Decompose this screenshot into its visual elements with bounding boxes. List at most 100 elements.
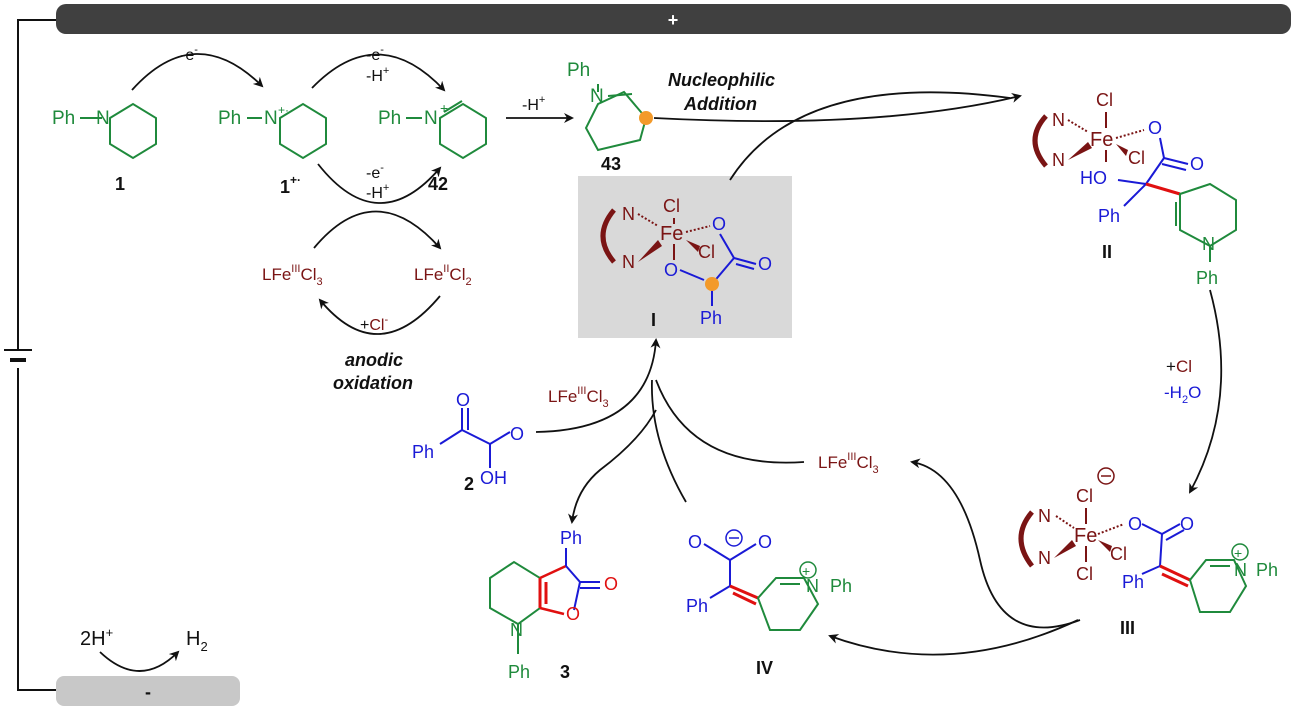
- minus-h2o-label: -H2O: [1164, 383, 1201, 406]
- svg-text:O: O: [604, 574, 618, 594]
- ph-label: Ph: [378, 108, 401, 129]
- svg-text:O: O: [758, 254, 772, 274]
- intermediate-III-label: III: [1120, 618, 1135, 638]
- compound-2: O O Ph OH 2: [412, 390, 524, 494]
- product-3: O O Ph N Ph 3: [489, 528, 618, 682]
- svg-text:N: N: [1052, 110, 1065, 130]
- svg-text:Ph: Ph: [1122, 572, 1144, 592]
- svg-text:N: N: [1202, 234, 1215, 254]
- svg-text:Ph: Ph: [686, 596, 708, 616]
- svg-text:HO: HO: [1080, 168, 1107, 188]
- oxidation-arrows: [131, 53, 1022, 204]
- oxidation2-e-label: -e-: [366, 44, 384, 64]
- svg-text:Ph: Ph: [1256, 560, 1278, 580]
- svg-text:Cl: Cl: [1128, 148, 1145, 168]
- svg-text:Cl: Cl: [1096, 90, 1113, 110]
- fe3-label-a: LFeIIICl3: [262, 263, 323, 288]
- cathode-bar: -: [56, 676, 240, 706]
- plus-charge: +: [440, 100, 448, 116]
- nucleophilic-site-marker: [639, 111, 653, 125]
- intermediate-IV: O O Ph N + Ph IV: [686, 529, 852, 678]
- oxidation-label: oxidation: [333, 373, 413, 393]
- ph-label: Ph: [218, 108, 241, 129]
- product-3-label: 3: [560, 662, 570, 682]
- fe3-label-b: LFeIIICl3: [548, 385, 609, 410]
- intermediate-II: N N Fe Cl Cl O O HO Ph N: [1032, 90, 1237, 288]
- svg-text:Fe: Fe: [1090, 129, 1113, 151]
- n-label: N: [96, 108, 110, 129]
- svg-text:Ph: Ph: [830, 576, 852, 596]
- deprotonation-label: -H+: [522, 94, 545, 114]
- oxidation3-h-label: -H+: [366, 182, 389, 202]
- intermediate-I-box: [578, 176, 792, 338]
- intermediate-IV-label: IV: [756, 658, 773, 678]
- cycle-arrows: [535, 91, 1223, 656]
- compound-1-radical-cation: [247, 102, 327, 160]
- svg-text:2H+: 2H+: [80, 625, 113, 650]
- compound-43-label: 43: [601, 154, 621, 174]
- svg-text:Ph: Ph: [412, 442, 434, 462]
- svg-text:O: O: [1128, 514, 1142, 534]
- svg-text:Ph: Ph: [560, 528, 582, 548]
- iron-redox-arrows: [313, 210, 442, 335]
- circuit-wire: [4, 19, 56, 691]
- svg-text:Ph: Ph: [700, 308, 722, 328]
- anodic-label: anodic: [345, 350, 403, 370]
- svg-text:O: O: [1180, 514, 1194, 534]
- compound-2-label: 2: [464, 474, 474, 494]
- svg-text:N: N: [622, 252, 635, 272]
- radical-charge: +·: [278, 103, 289, 117]
- intermediate-III: N N Fe Cl Cl Cl O O Ph N: [1018, 467, 1278, 638]
- svg-text:+: +: [802, 563, 810, 579]
- cathode-reaction: 2H+ H2: [80, 625, 208, 672]
- svg-text:Ph: Ph: [1196, 268, 1218, 288]
- svg-text:O: O: [712, 214, 726, 234]
- fe2-label: LFeIICl2: [414, 263, 472, 288]
- oxidation2-h-label: -H+: [366, 65, 389, 85]
- intermediate-II-label: II: [1102, 242, 1112, 262]
- svg-text:N: N: [1038, 548, 1051, 568]
- oxidation1-label: -e-: [180, 44, 198, 64]
- svg-text:N: N: [510, 620, 523, 640]
- plus-cl-label: +Cl-: [360, 314, 388, 334]
- n-label: N: [424, 108, 438, 129]
- n-label: N: [264, 108, 278, 129]
- svg-text:Cl: Cl: [1076, 564, 1093, 584]
- svg-text:O: O: [1148, 118, 1162, 138]
- svg-text:N: N: [806, 576, 819, 596]
- fe3-label-c: LFeIIICl3: [818, 451, 879, 476]
- n-label: N: [590, 86, 604, 107]
- svg-text:Cl: Cl: [698, 242, 715, 262]
- svg-text:Ph: Ph: [508, 662, 530, 682]
- svg-text:+: +: [1234, 545, 1242, 561]
- svg-text:Ph: Ph: [1098, 206, 1120, 226]
- compound-42-label: 42: [428, 174, 448, 194]
- svg-text:O: O: [456, 390, 470, 410]
- compound-43: [584, 84, 648, 152]
- svg-text:Fe: Fe: [1074, 525, 1097, 547]
- compound-1-label: 1: [115, 174, 125, 194]
- anode-bar: +: [56, 4, 1291, 34]
- compound-1-radical-label: 1+·: [280, 173, 301, 197]
- svg-text:Cl: Cl: [1110, 544, 1127, 564]
- svg-text:O: O: [664, 260, 678, 280]
- compound-42: [406, 100, 487, 160]
- svg-text:Fe: Fe: [660, 223, 683, 245]
- svg-text:N: N: [1052, 150, 1065, 170]
- svg-text:O: O: [1190, 154, 1204, 174]
- plus-cl-reagent: +Cl: [1166, 357, 1192, 376]
- svg-text:O: O: [758, 532, 772, 552]
- addition-label: Addition: [683, 94, 757, 114]
- svg-text:Cl: Cl: [1076, 486, 1093, 506]
- svg-text:O: O: [566, 604, 580, 624]
- intermediate-I-label: I: [651, 310, 656, 330]
- ph-label: Ph: [52, 108, 75, 129]
- compound-1: [80, 102, 157, 160]
- svg-text:OH: OH: [480, 468, 507, 488]
- svg-text:O: O: [688, 532, 702, 552]
- svg-text:N: N: [622, 204, 635, 224]
- intermediate-I: N N Fe Cl Cl O O O Ph I: [600, 196, 772, 330]
- nucleophilic-label: Nucleophilic: [668, 70, 775, 90]
- svg-text:H2: H2: [186, 628, 208, 654]
